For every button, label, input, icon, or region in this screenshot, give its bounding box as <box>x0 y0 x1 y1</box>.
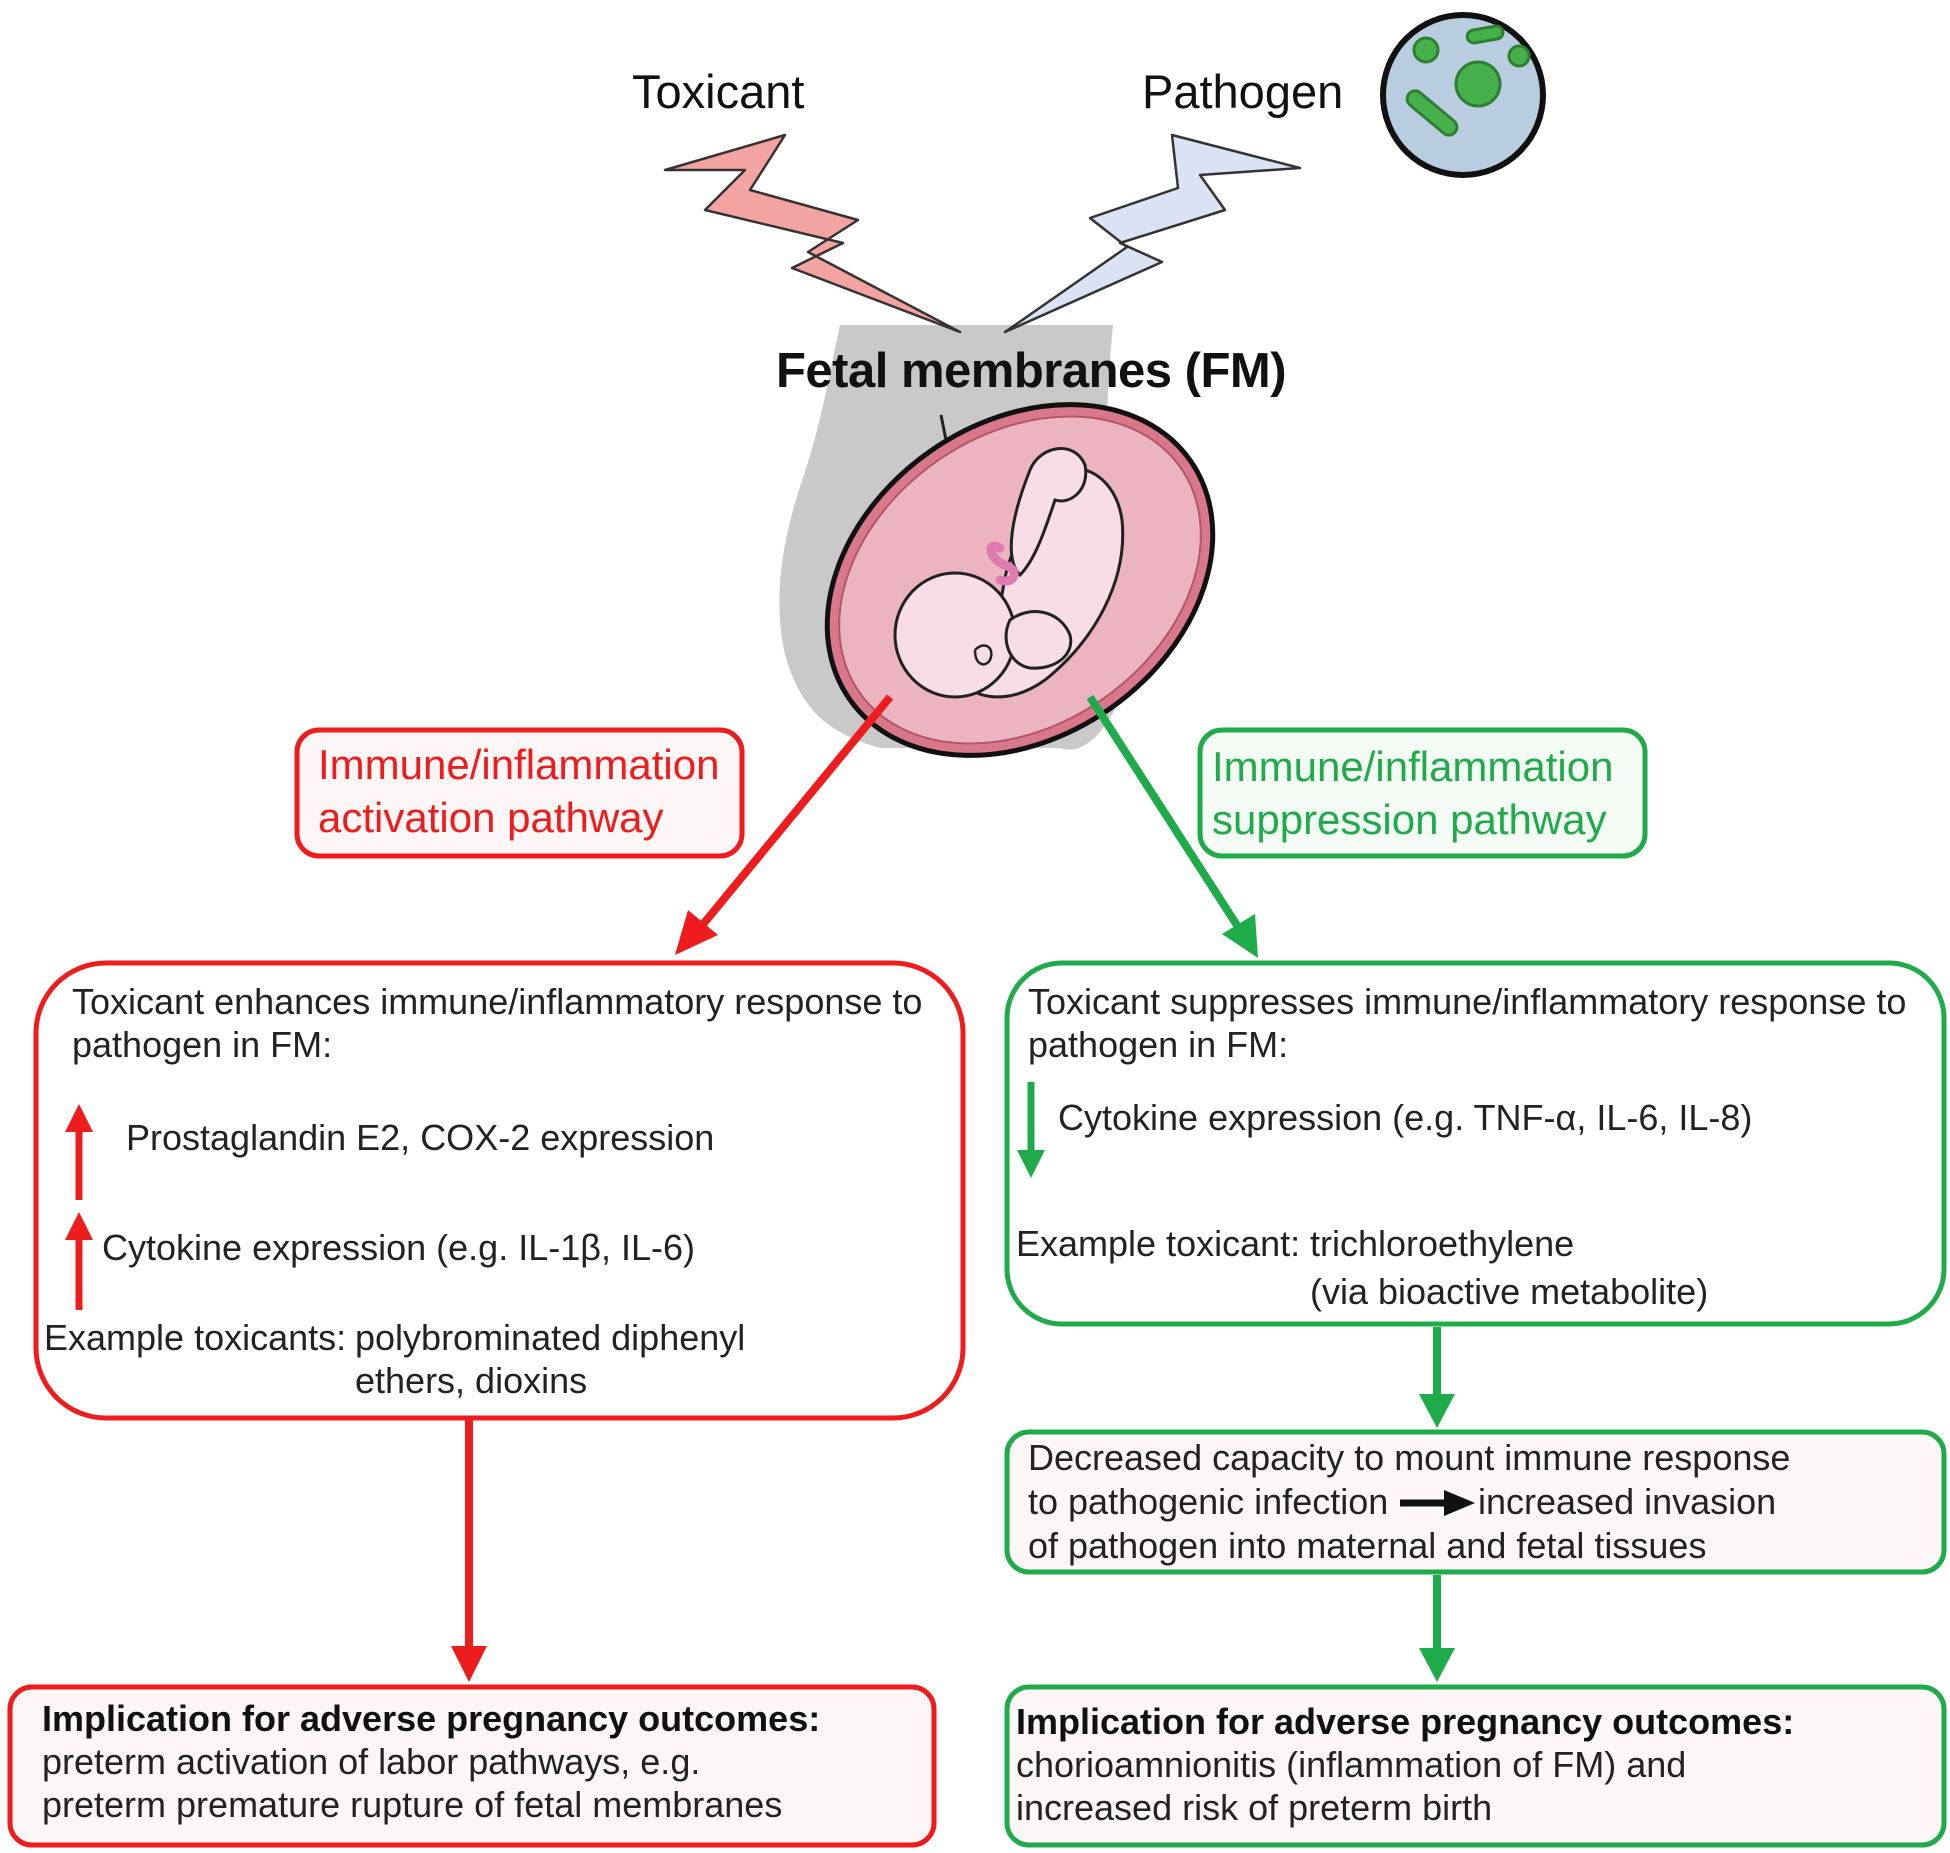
activation-pathway-label: Immune/inflammation activation pathway <box>318 738 719 845</box>
suppression-intro-line-2: pathogen in FM: <box>1028 1024 1289 1066</box>
example-toxicants-line-2: ethers, dioxins <box>355 1360 588 1402</box>
left-outcome-heading: Implication for adverse pregnancy outcom… <box>42 1698 821 1739</box>
example-toxicant-note: (via bioactive metabolite) <box>1310 1271 1709 1312</box>
right-outcome-line-1: chorioamnionitis (inflammation of FM) an… <box>1016 1744 1687 1786</box>
cytokine-up-item: Cytokine expression (e.g. IL-1β, IL-6) <box>102 1227 695 1268</box>
activation-box <box>33 960 966 1421</box>
suppression-intro-line-1: Toxicant suppresses immune/inflammatory … <box>1028 981 1907 1022</box>
suppression-arrow-line <box>1086 694 1244 933</box>
suppression-pathway-label-line-1: Immune/inflammation <box>1212 743 1614 790</box>
uterus-icon <box>824 402 1216 758</box>
example-toxicants-values: polybrominated diphenyl ethers, dioxins <box>355 1316 745 1402</box>
activation-pathway-label-line-2: activation pathway <box>318 794 664 842</box>
capacity-line-2b: increased invasion <box>1478 1481 1777 1522</box>
activation-intro-line-1: Toxicant enhances immune/inflammatory re… <box>72 981 923 1022</box>
cytokine-down-item: Cytokine expression (e.g. TNF-α, IL-6, I… <box>1058 1097 1753 1138</box>
toxicant-bolt-icon <box>663 133 962 334</box>
example-toxicants-label: Example toxicants: <box>44 1317 347 1358</box>
fetus-icon <box>893 447 1125 699</box>
prostaglandin-item: Prostaglandin E2, COX-2 expression <box>126 1117 715 1158</box>
left-outcome-box <box>7 1684 937 1848</box>
activation-arrow-head <box>675 910 718 955</box>
right-down-arrow-2-head <box>1419 1648 1455 1682</box>
pathogen-cell-icon <box>1380 12 1546 178</box>
suppression-intro: Toxicant suppresses immune/inflammatory … <box>1028 980 1906 1066</box>
left-outcome-text: Implication for adverse pregnancy outcom… <box>42 1697 820 1827</box>
up-arrow-icon <box>65 1212 93 1310</box>
right-outcome-box <box>1004 1684 1947 1848</box>
left-outcome-line-2: preterm premature rupture of fetal membr… <box>42 1784 783 1826</box>
capacity-line-1: Decreased capacity to mount immune respo… <box>1028 1437 1791 1478</box>
suppression-label-box <box>1197 727 1648 859</box>
activation-pathway-label-line-1: Immune/inflammation <box>318 741 720 788</box>
suppression-box <box>1004 960 1947 1327</box>
right-outcome-line-2: increased risk of preterm birth <box>1016 1787 1493 1829</box>
fetal-membranes-title: Fetal membranes (FM) <box>776 344 1287 398</box>
pathogen-bolt-icon <box>1003 133 1302 334</box>
capacity-box <box>1004 1429 1947 1575</box>
down-arrow-icon <box>1017 1082 1045 1178</box>
activation-intro: Toxicant enhances immune/inflammatory re… <box>72 980 922 1066</box>
activation-intro-line-2: pathogen in FM: <box>72 1024 333 1066</box>
right-arrow-icon <box>1400 1490 1475 1516</box>
example-toxicant-label: Example toxicant: <box>1016 1223 1301 1264</box>
activation-arrow-line <box>696 694 894 931</box>
pathogen-label: Pathogen <box>1142 65 1344 118</box>
right-outcome-text: Implication for adverse pregnancy outcom… <box>1016 1700 1794 1830</box>
suppression-pathway-label: Immune/inflammation suppression pathway <box>1212 740 1613 847</box>
capacity-line-2a: to pathogenic infection <box>1028 1481 1389 1522</box>
toxicant-label: Toxicant <box>632 65 805 118</box>
activation-label-box <box>294 727 745 859</box>
right-outcome-heading: Implication for adverse pregnancy outcom… <box>1016 1701 1795 1742</box>
example-toxicants-line-1: polybrominated diphenyl <box>355 1317 746 1358</box>
right-down-arrow-1-head <box>1419 1394 1455 1428</box>
left-down-arrow-head <box>451 1646 487 1682</box>
capacity-line-3: of pathogen into maternal and fetal tiss… <box>1028 1525 1707 1566</box>
suppression-arrow-head <box>1222 914 1258 958</box>
example-toxicant-value: trichloroethylene <box>1310 1223 1575 1264</box>
up-arrow-icon <box>65 1104 93 1200</box>
suppression-pathway-label-line-2: suppression pathway <box>1212 796 1607 844</box>
left-outcome-line-1: preterm activation of labor pathways, e.… <box>42 1741 701 1783</box>
